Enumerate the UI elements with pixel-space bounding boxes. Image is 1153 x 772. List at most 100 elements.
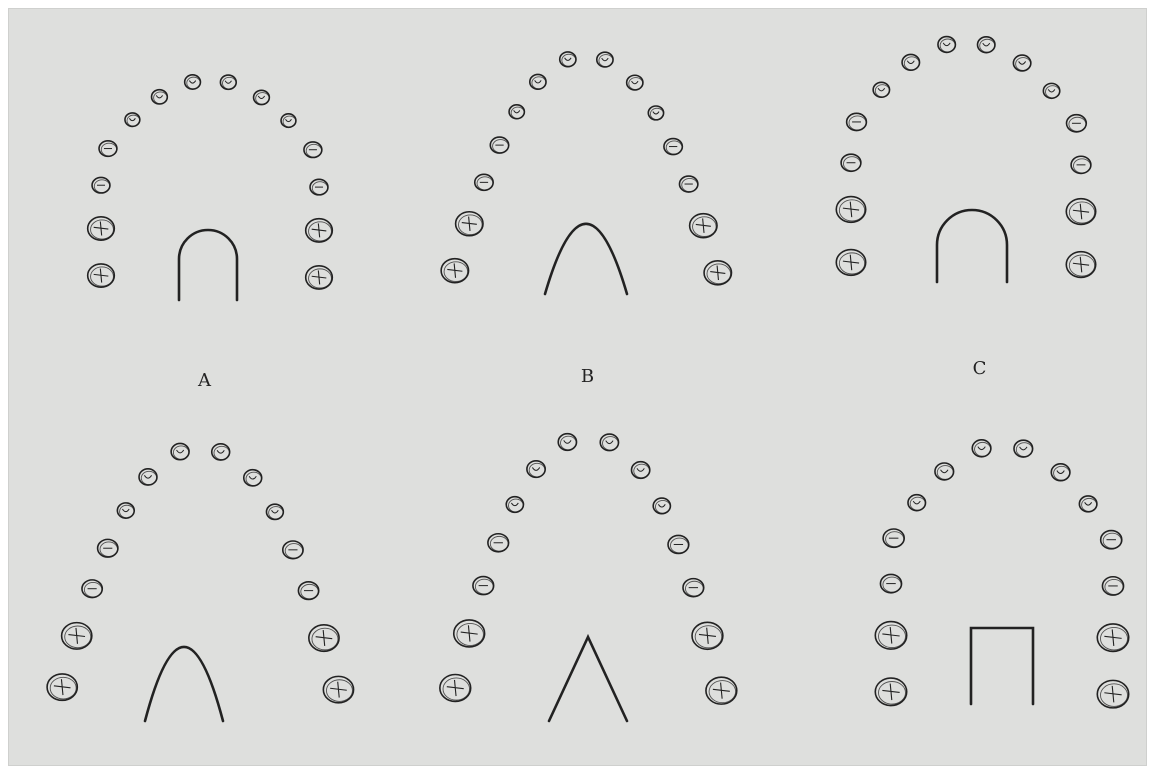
tooth-rim [1069,117,1086,131]
tooth [88,264,115,287]
tooth [454,620,485,647]
tooth-rim [883,577,901,592]
tooth-fissure [1104,629,1121,645]
tooth-fissure [699,628,716,644]
tooth-rim [91,267,114,286]
tooth-edge [1019,61,1026,64]
tooth [527,461,545,478]
tooth-edge [129,118,135,120]
arch-form-symbol [145,647,223,721]
tooth [88,217,115,240]
tooth-rim [477,177,493,190]
tooth [1097,624,1128,651]
tooth-rim [312,628,338,650]
tooth-edge [978,447,985,450]
tooth-rim [666,141,682,154]
panel-label-b: B [581,366,595,387]
tooth-rim [1069,202,1094,223]
tooth [836,197,865,223]
tooth-rim [1105,579,1123,594]
tooth-edge [1057,471,1064,474]
tooth-edge [535,80,542,83]
tooth [185,75,201,89]
tooth-rim [682,178,698,191]
tooth-fissure [1073,204,1089,219]
tooth-fissure [696,218,711,232]
tooth [281,114,296,127]
tooth-rim [100,542,117,556]
tooth-edge [983,43,990,46]
tooth-fissure [843,202,859,217]
tooth-fissure [461,625,478,641]
tooth-rim [1073,159,1090,173]
tooth-rim [878,625,905,648]
tooth [220,75,236,89]
tooth-rim [709,681,736,703]
tooth [873,82,889,97]
tooth-rim [101,143,116,156]
tooth-fissure [68,628,85,644]
arch-form-symbol [937,210,1007,282]
tooth-rim [326,680,352,702]
tooth-edge [514,110,520,112]
arch-panel-1 [88,75,333,300]
tooth-fissure [447,680,464,696]
tooth [690,214,717,238]
tooth [692,622,723,649]
tooth [1051,464,1070,481]
tooth-rim [1103,533,1121,548]
tooth [266,504,283,519]
tooth-rim [50,677,76,699]
tooth-fissure [462,217,477,231]
tooth [836,250,865,276]
tooth-edge [943,43,950,46]
tooth-rim [670,538,688,553]
tooth-rim [685,581,703,596]
tooth [92,177,110,193]
tooth [597,52,613,67]
tooth [304,142,322,158]
tooth [310,179,328,195]
tooth-fissure [882,684,899,700]
tooth-edge [1020,447,1027,450]
tooth [152,90,168,104]
tooth [62,623,92,649]
tooth-fissure [713,683,730,699]
arch-panel-5 [440,434,737,721]
tooth-fissure [54,679,71,695]
tooth-rim [457,623,484,645]
tooth-edge [606,441,613,444]
tooth-edge [658,504,665,507]
tooth-rim [490,536,508,551]
tooth [254,90,270,104]
tooth [488,534,509,552]
tooth [1079,496,1097,512]
tooth-fissure [1073,257,1089,272]
tooth [530,74,546,89]
tooth [841,154,861,171]
tooth-rim [849,116,866,130]
tooth [509,105,524,119]
tooth-rim [695,626,722,648]
tooth-rim [443,678,470,700]
tooth-edge [653,112,659,114]
tooth [1101,531,1122,549]
tooth-edge [286,119,292,121]
tooth-rim [285,544,302,558]
tooth-rim [493,140,509,153]
tooth-edge [144,475,151,478]
tooth [1014,440,1033,457]
arch-form-symbol [549,637,627,721]
tooth-edge [602,58,609,61]
tooth [875,678,906,705]
tooth [490,137,508,153]
tooth-rim [693,217,717,237]
tooth-fissure [94,222,109,236]
tooth-fissure [882,627,899,643]
tooth-edge [913,501,920,504]
tooth [244,470,262,486]
tooth-rim [1100,627,1127,650]
tooth-edge [156,95,162,98]
arch-panel-3 [836,37,1095,282]
